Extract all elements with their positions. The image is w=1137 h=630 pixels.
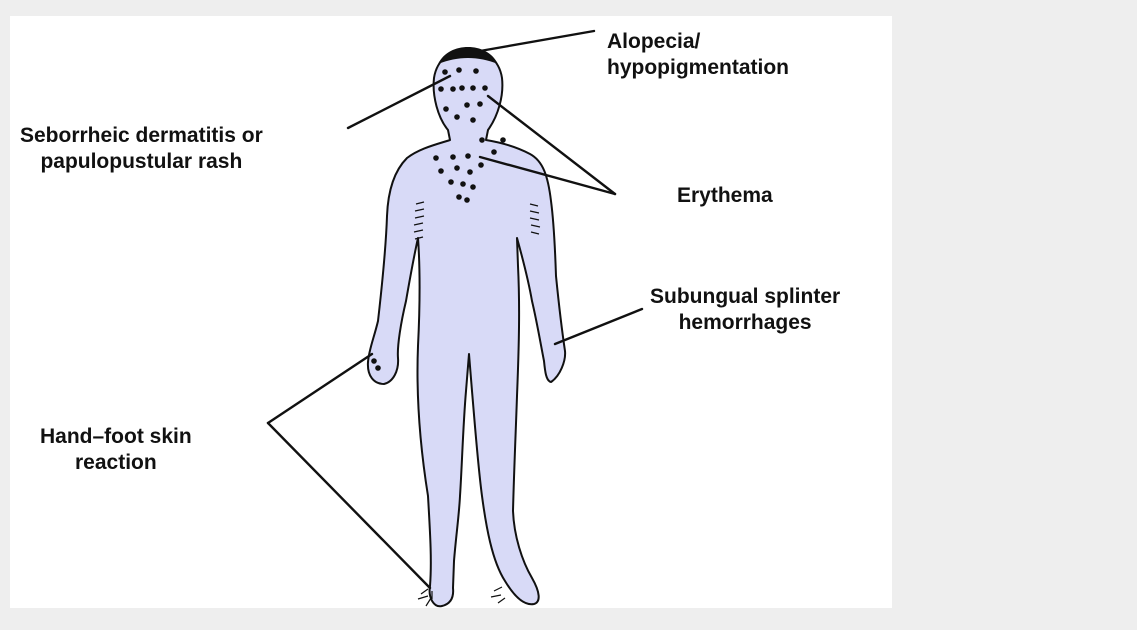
lesion-dot xyxy=(450,154,456,160)
lesion-dot xyxy=(464,197,470,203)
label-hand-foot-line-2: reaction xyxy=(40,450,192,476)
label-subungual-line-1: Subungual splinter xyxy=(650,284,840,310)
lesion-dot xyxy=(473,68,479,74)
label-hand-foot-line-1: Hand–foot skin xyxy=(40,424,192,450)
lesion-dot xyxy=(375,365,381,371)
leader-line-handfoot-foot xyxy=(268,423,430,588)
lesion-dot xyxy=(456,67,462,73)
lesion-dot xyxy=(467,169,473,175)
lesion-dot xyxy=(500,137,506,143)
lesion-dot xyxy=(491,149,497,155)
lesion-dot xyxy=(438,86,444,92)
label-alopecia-line-1: Alopecia/ xyxy=(607,29,789,55)
figure-panel: Alopecia/ hypopigmentation Seborrheic de… xyxy=(10,16,892,608)
lesion-dot xyxy=(459,85,465,91)
lesion-dot xyxy=(442,69,448,75)
lesion-dot xyxy=(438,168,444,174)
leader-line-handfoot-hand xyxy=(268,354,372,423)
lesion-dot xyxy=(478,162,484,168)
lesion-dot xyxy=(482,85,488,91)
lesion-dot xyxy=(477,101,483,107)
lesion-dot xyxy=(479,137,485,143)
label-seborrheic: Seborrheic dermatitis or papulopustular … xyxy=(20,123,263,175)
label-erythema-line-1: Erythema xyxy=(677,183,773,209)
hatch-right-foot xyxy=(491,587,505,603)
lesion-dot xyxy=(454,114,460,120)
leader-line-alopecia xyxy=(480,31,594,51)
label-subungual: Subungual splinter hemorrhages xyxy=(650,284,840,336)
label-alopecia-line-2: hypopigmentation xyxy=(607,55,789,81)
lesion-dot xyxy=(464,102,470,108)
label-seborrheic-line-1: Seborrheic dermatitis or xyxy=(20,123,263,149)
lesion-dot xyxy=(454,165,460,171)
label-erythema: Erythema xyxy=(677,183,773,209)
lesion-dot xyxy=(443,106,449,112)
label-seborrheic-line-2: papulopustular rash xyxy=(20,149,263,175)
leader-line-subungual xyxy=(555,309,642,344)
lesion-dot xyxy=(460,181,466,187)
lesion-dot xyxy=(433,155,439,161)
label-alopecia: Alopecia/ hypopigmentation xyxy=(607,29,789,81)
lesion-dot xyxy=(470,117,476,123)
lesion-dot xyxy=(450,86,456,92)
lesion-dot xyxy=(456,194,462,200)
lesion-dot xyxy=(448,179,454,185)
lesion-dot xyxy=(465,153,471,159)
lesion-dot xyxy=(470,85,476,91)
label-subungual-line-2: hemorrhages xyxy=(650,310,840,336)
lesion-dot xyxy=(470,184,476,190)
label-hand-foot: Hand–foot skin reaction xyxy=(40,424,192,476)
lesion-dot xyxy=(371,358,377,364)
